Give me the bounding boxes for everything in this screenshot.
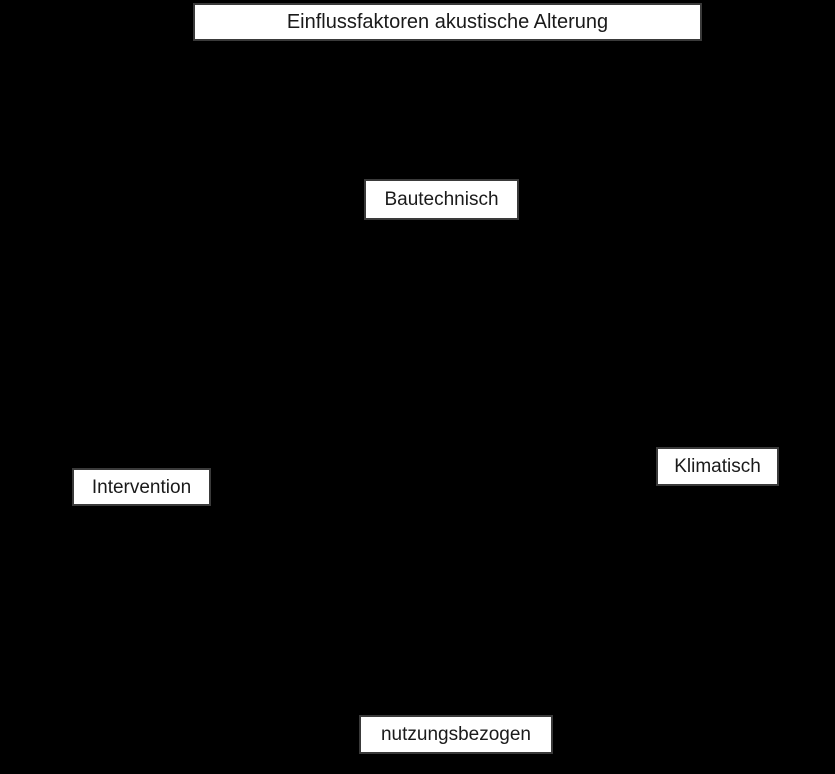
node-bautechnisch-label: Bautechnisch	[384, 189, 499, 210]
node-intervention-label: Intervention	[91, 476, 192, 498]
diagram-title-box: Einflussfaktoren akustische Alterung	[193, 3, 702, 41]
node-intervention: Intervention	[72, 468, 211, 506]
node-nutzungsbezogen: nutzungsbezogen	[359, 715, 553, 754]
node-nutzungsbezogen-label: nutzungsbezogen	[380, 724, 531, 745]
node-klimatisch: Klimatisch	[656, 447, 779, 486]
node-bautechnisch: Bautechnisch	[364, 179, 519, 220]
diagram-title: Einflussfaktoren akustische Alterung	[286, 11, 609, 33]
node-klimatisch-label: Klimatisch	[674, 456, 761, 477]
